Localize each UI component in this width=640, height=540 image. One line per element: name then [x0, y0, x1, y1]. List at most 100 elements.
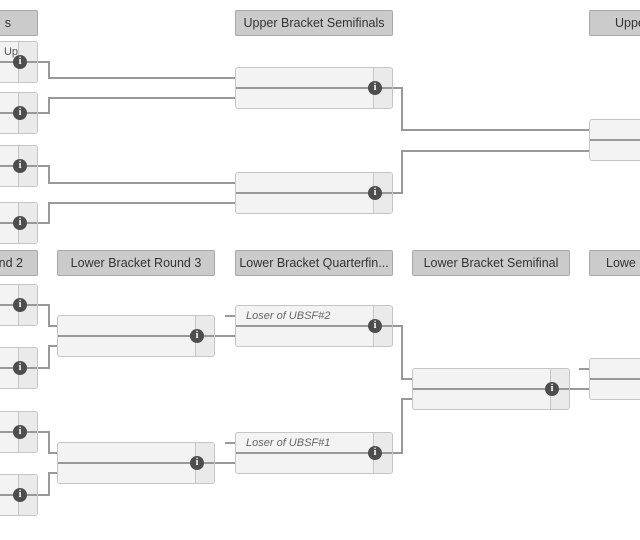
info-icon[interactable]: i [13, 159, 27, 173]
connector-line [48, 431, 50, 454]
connector-line [215, 335, 235, 337]
connector-line [393, 325, 401, 327]
connector-stub [225, 442, 235, 444]
connector-line [401, 398, 412, 400]
slot-divider [58, 462, 214, 464]
connector-line [48, 61, 50, 79]
match-lb-r3-1[interactable]: i [57, 315, 215, 357]
team-slot[interactable] [58, 465, 198, 485]
connector-line [401, 325, 403, 380]
info-icon[interactable]: i [368, 446, 382, 460]
connector-line [48, 97, 235, 99]
team-slot[interactable] [590, 381, 640, 401]
connector-line [48, 452, 57, 454]
round-header-ub-f: Uppe [589, 10, 640, 36]
connector-line [393, 452, 401, 454]
connector-line [401, 378, 412, 380]
info-icon[interactable]: i [13, 361, 27, 375]
connector-line [48, 472, 50, 496]
connector-line [401, 150, 403, 194]
team-slot[interactable] [236, 455, 376, 475]
connector-line [393, 87, 401, 89]
connector-stub [579, 368, 589, 370]
connector-line [401, 87, 403, 131]
team-slot[interactable] [58, 338, 198, 358]
connector-line [38, 367, 48, 369]
team-slot[interactable]: Loser of UBSF#1 [246, 437, 331, 449]
match-ub-sf-2[interactable]: i [235, 172, 393, 214]
connector-line [48, 97, 50, 114]
connector-line [48, 472, 57, 474]
connector-line [38, 494, 48, 496]
match-lb-r2-1[interactable]: i [0, 284, 38, 326]
connector-line [48, 325, 57, 327]
round-header-lb-r2: nd 2 [0, 250, 38, 276]
info-icon[interactable]: i [368, 186, 382, 200]
match-ub-sf-1[interactable]: i [235, 67, 393, 109]
connector-line [401, 398, 403, 454]
connector-line [48, 304, 50, 327]
connector-line [38, 112, 48, 114]
slot-divider [590, 378, 640, 380]
slot-divider [590, 139, 640, 141]
team-slot[interactable] [236, 328, 376, 348]
info-icon[interactable]: i [190, 329, 204, 343]
match-lb-final[interactable]: i [589, 358, 640, 400]
match-lb-r2-4[interactable]: i [0, 474, 38, 516]
match-ub-final[interactable]: i [589, 119, 640, 161]
team-slot[interactable] [58, 443, 198, 463]
team-slot[interactable] [590, 120, 640, 140]
match-lb-r2-3[interactable]: i [0, 411, 38, 453]
match-lb-r3-2[interactable]: i [57, 442, 215, 484]
team-slot[interactable] [590, 359, 640, 379]
team-slot[interactable]: Up [3, 46, 18, 58]
team-slot[interactable] [236, 68, 376, 88]
info-icon[interactable]: i [190, 456, 204, 470]
connector-line [48, 202, 50, 224]
info-icon[interactable]: i [13, 488, 27, 502]
info-icon[interactable]: i [13, 216, 27, 230]
round-header-lb-qf: Lower Bracket Quarterfin... [235, 250, 393, 276]
team-slot[interactable] [236, 195, 376, 215]
info-icon[interactable]: i [13, 106, 27, 120]
match-lb-sf[interactable]: i [412, 368, 570, 410]
connector-line [401, 129, 589, 131]
connector-line [570, 388, 589, 390]
info-icon[interactable]: i [368, 81, 382, 95]
connector-line [38, 165, 48, 167]
team-slot[interactable] [413, 369, 553, 389]
team-slot[interactable] [236, 173, 376, 193]
connector-line [48, 202, 235, 204]
slot-divider [236, 452, 392, 454]
match-ub-qf-4[interactable]: i [0, 202, 38, 244]
team-slot[interactable] [413, 391, 553, 411]
match-lb-r2-2[interactable]: i [0, 347, 38, 389]
connector-line [48, 345, 57, 347]
match-lb-qf-2[interactable]: Loser of UBSF#1 i [235, 432, 393, 474]
connector-line [48, 165, 50, 184]
round-header-lb-sf: Lower Bracket Semifinal [412, 250, 570, 276]
round-header-lb-r3: Lower Bracket Round 3 [57, 250, 215, 276]
slot-divider [413, 388, 569, 390]
round-header-ub-sf: Upper Bracket Semifinals [235, 10, 393, 36]
team-slot[interactable]: Loser of UBSF#2 [246, 310, 331, 322]
info-icon[interactable]: i [545, 382, 559, 396]
team-slot[interactable] [236, 90, 376, 110]
connector-line [401, 150, 589, 152]
match-ub-qf-3[interactable]: i [0, 145, 38, 187]
team-slot[interactable] [590, 142, 640, 162]
team-slot[interactable] [58, 316, 198, 336]
round-header-ub-qf: s [0, 10, 38, 36]
connector-line [393, 192, 401, 194]
info-icon[interactable]: i [13, 425, 27, 439]
info-icon[interactable]: i [13, 55, 27, 69]
slot-divider [236, 87, 392, 89]
connector-line [215, 462, 235, 464]
connector-line [38, 222, 48, 224]
info-icon[interactable]: i [13, 298, 27, 312]
match-ub-qf-2[interactable]: i [0, 92, 38, 134]
match-lb-qf-1[interactable]: Loser of UBSF#2 i [235, 305, 393, 347]
slot-divider [58, 335, 214, 337]
info-icon[interactable]: i [368, 319, 382, 333]
